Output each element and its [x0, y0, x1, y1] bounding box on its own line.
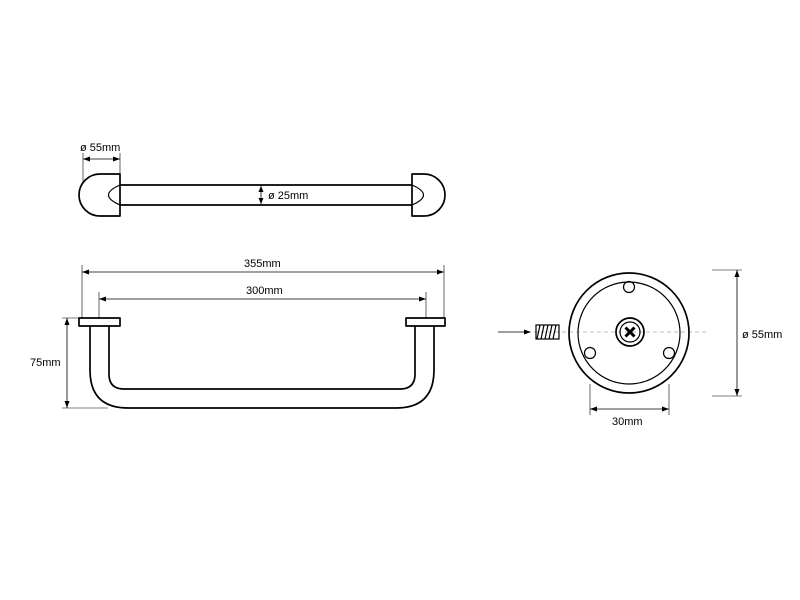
- hole-spacing-label: 30mm: [612, 416, 643, 428]
- overall-length-dimension: 355mm: [81, 258, 445, 318]
- mounting-hole-left: [583, 346, 597, 360]
- tube-top-view: [107, 184, 425, 206]
- left-flange: [78, 317, 121, 327]
- base-view: ø 55mm 30mm: [498, 269, 782, 428]
- u-bar: [89, 326, 435, 409]
- right-rosette: [411, 173, 446, 217]
- mounting-hole-top: [622, 280, 636, 294]
- base-outer-circle: [568, 272, 690, 394]
- rosette-diameter-dimension: ø 55mm: [80, 142, 120, 188]
- rosette-diameter-label: ø 55mm: [80, 142, 120, 154]
- tube-diameter-dimension: ø 25mm: [258, 186, 308, 204]
- projection-dimension: 75mm: [30, 317, 108, 409]
- wall-screw-icon: [498, 324, 560, 340]
- mounting-hole-right: [662, 346, 676, 360]
- center-distance-dimension: 300mm: [98, 285, 427, 318]
- projection-label: 75mm: [30, 357, 61, 369]
- overall-length-label: 355mm: [244, 258, 281, 270]
- base-diameter-dimension: ø 55mm: [712, 269, 782, 397]
- left-rosette: [78, 173, 121, 217]
- base-diameter-label: ø 55mm: [742, 329, 782, 341]
- center-distance-label: 300mm: [246, 285, 283, 297]
- front-view: 355mm 300mm 75mm: [30, 258, 446, 409]
- hole-spacing-dimension: 30mm: [589, 384, 670, 428]
- right-flange: [405, 317, 446, 327]
- cross-screw-icon: [615, 317, 645, 347]
- tube-diameter-label: ø 25mm: [268, 190, 308, 202]
- top-view: ø 55mm ø 25mm: [78, 142, 446, 217]
